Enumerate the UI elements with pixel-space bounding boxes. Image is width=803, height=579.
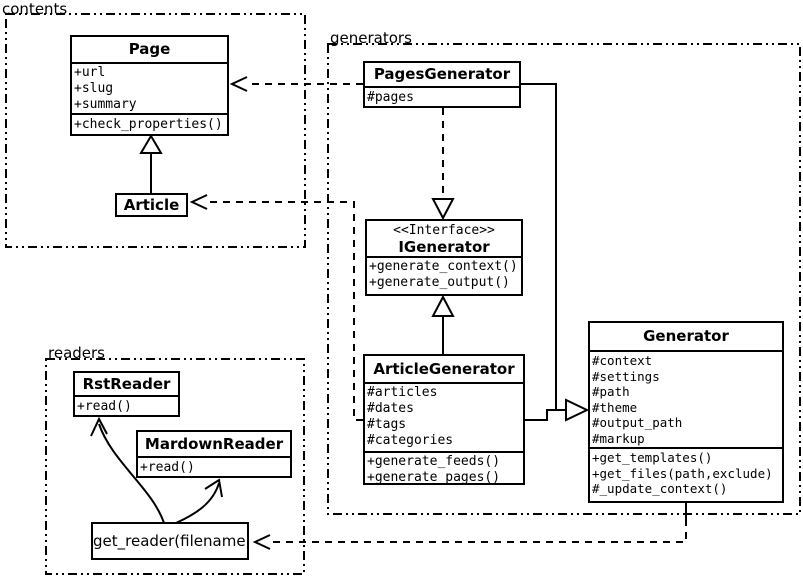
class-name: ArticleGenerator bbox=[373, 360, 515, 378]
compartment-divider bbox=[72, 113, 227, 115]
contents-package-frame bbox=[5, 13, 306, 248]
attributes-compartment: #articles #dates #tags #categories bbox=[365, 384, 523, 451]
class-name: Page bbox=[128, 40, 171, 58]
compartment-divider bbox=[138, 456, 290, 458]
function-get-reader: get_reader(filename) bbox=[91, 522, 249, 560]
attribute: #output_path bbox=[592, 415, 683, 430]
class-rstreader: RstReader +read() bbox=[73, 371, 180, 417]
inheritance-line-pagesgenerator-generator bbox=[521, 83, 566, 411]
function-label: get_reader(filename) bbox=[93, 532, 249, 550]
attributes-compartment: +url +slug +summary bbox=[72, 64, 227, 113]
compartment-divider bbox=[75, 395, 178, 397]
inheritance-triangle-icon bbox=[431, 294, 455, 317]
methods-compartment: +read() bbox=[138, 458, 290, 476]
compartment-divider bbox=[367, 256, 521, 258]
methods-compartment: +generate_context() +generate_output() bbox=[367, 258, 521, 291]
generators-package-label: generators bbox=[330, 29, 412, 47]
curve-line-getreader-rstreader bbox=[98, 423, 165, 524]
class-name: Generator bbox=[643, 327, 729, 345]
realization-triangle-icon bbox=[431, 198, 455, 221]
class-generator: Generator #context #settings #path #them… bbox=[588, 321, 784, 503]
attribute: #context bbox=[592, 353, 653, 368]
curve-line-getreader-mardownreader bbox=[175, 482, 220, 524]
method: +generate_context() bbox=[369, 259, 518, 274]
attribute: +summary bbox=[74, 97, 137, 112]
open-arrowhead-icon bbox=[189, 194, 208, 210]
method: +read() bbox=[77, 399, 132, 414]
class-header: <<Interface>> IGenerator bbox=[367, 221, 521, 256]
class-igenerator: <<Interface>> IGenerator +generate_conte… bbox=[365, 219, 523, 296]
class-name: Article bbox=[123, 196, 180, 214]
attributes-compartment: #pages bbox=[365, 88, 519, 106]
class-page: Page +url +slug +summary +check_properti… bbox=[70, 35, 229, 136]
attribute: #path bbox=[592, 384, 630, 399]
class-name: IGenerator bbox=[398, 238, 490, 256]
compartment-divider bbox=[72, 62, 227, 64]
readers-package-frame bbox=[45, 358, 305, 575]
inheritance-triangle-icon bbox=[565, 398, 590, 422]
attribute: #dates bbox=[367, 401, 414, 416]
method: +generate_feeds() bbox=[367, 454, 501, 469]
method: +read() bbox=[140, 460, 195, 475]
open-arrowhead-icon bbox=[252, 534, 271, 550]
open-arrowhead-icon bbox=[204, 478, 223, 498]
method: +get_files(path,exclude) bbox=[592, 465, 773, 481]
contents-package-label: contents bbox=[2, 0, 68, 18]
attribute: #categories bbox=[367, 433, 454, 448]
method: +generate_output() bbox=[369, 275, 510, 290]
methods-compartment: +get_templates() +get_files(path,exclude… bbox=[590, 449, 782, 497]
class-name: RstReader bbox=[82, 375, 171, 393]
attribute: #settings bbox=[592, 368, 660, 384]
methods-compartment: +generate_feeds() +generate_pages() bbox=[365, 453, 523, 485]
compartment-divider bbox=[590, 447, 782, 449]
dependency-line-generator-getreader bbox=[272, 519, 687, 543]
stereotype-label: <<Interface>> bbox=[393, 223, 495, 238]
dependency-line-articlegenerator-article bbox=[208, 201, 363, 421]
class-articlegenerator: ArticleGenerator #articles #dates #tags … bbox=[363, 354, 525, 485]
class-mardownreader: MardownReader +read() bbox=[136, 430, 292, 478]
methods-compartment: +read() bbox=[75, 397, 178, 415]
compartment-divider bbox=[365, 86, 519, 88]
attributes-compartment: #context #settings #path #theme #output_… bbox=[590, 352, 782, 447]
class-name: PagesGenerator bbox=[373, 65, 511, 83]
inheritance-triangle-icon bbox=[139, 134, 163, 154]
methods-compartment: +check_properties() bbox=[72, 115, 227, 133]
class-pagesgenerator: PagesGenerator #pages bbox=[363, 61, 521, 108]
class-name: MardownReader bbox=[144, 435, 284, 453]
readers-package-label: readers bbox=[48, 344, 105, 362]
method: #_update_context() bbox=[592, 481, 728, 496]
generators-package-frame bbox=[327, 43, 801, 515]
attribute: #theme bbox=[592, 399, 638, 415]
open-arrowhead-icon bbox=[90, 416, 108, 437]
attribute: +slug bbox=[74, 81, 114, 96]
attribute: #pages bbox=[367, 90, 414, 105]
open-arrowhead-icon bbox=[229, 76, 248, 92]
attribute: #articles bbox=[367, 385, 438, 400]
attribute: #markup bbox=[592, 430, 645, 446]
compartment-divider bbox=[590, 350, 782, 352]
attribute: #tags bbox=[367, 417, 407, 432]
compartment-divider bbox=[365, 382, 523, 384]
attribute: +url bbox=[74, 65, 106, 80]
method: +get_templates() bbox=[592, 450, 713, 465]
method: +generate_pages() bbox=[367, 470, 501, 485]
method: +check_properties() bbox=[74, 117, 223, 132]
compartment-divider bbox=[365, 451, 523, 453]
inheritance-line-articlegenerator-generator bbox=[525, 409, 566, 421]
class-article: Article bbox=[115, 193, 188, 217]
